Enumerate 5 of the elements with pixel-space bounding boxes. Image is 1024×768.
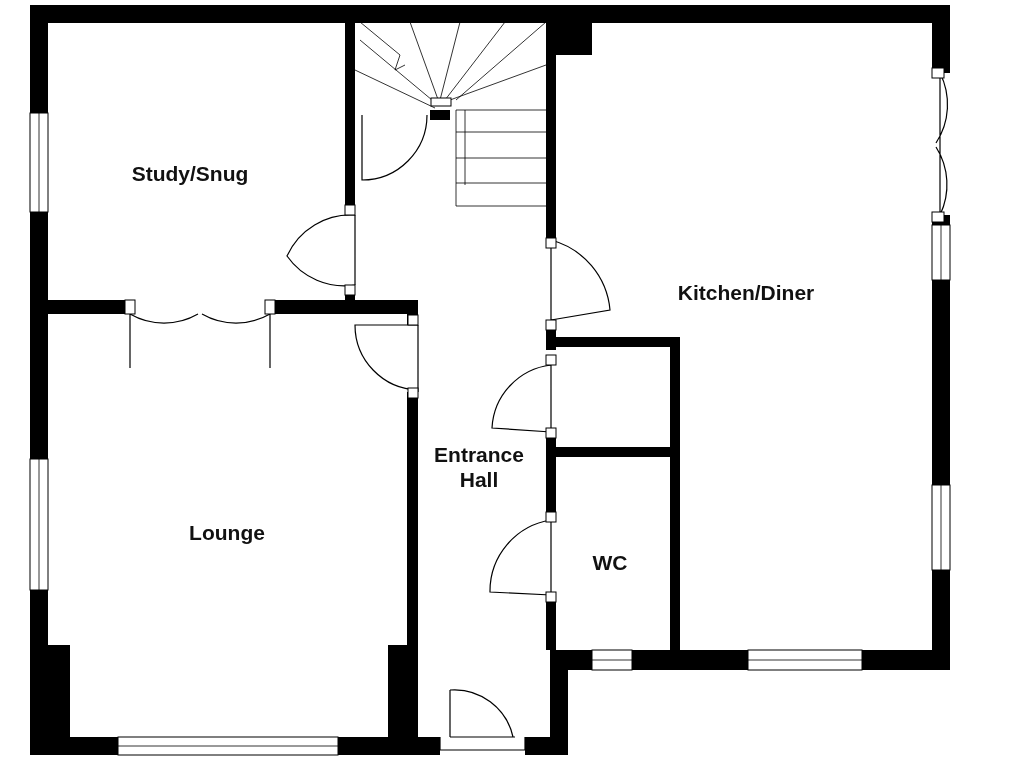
room-label: WC xyxy=(592,550,628,576)
room-label: Kitchen/Diner xyxy=(677,280,815,306)
room-label: Entrance Hall xyxy=(433,441,525,493)
room-label: Lounge xyxy=(189,520,265,546)
room-label: Study/Snug xyxy=(131,161,249,187)
